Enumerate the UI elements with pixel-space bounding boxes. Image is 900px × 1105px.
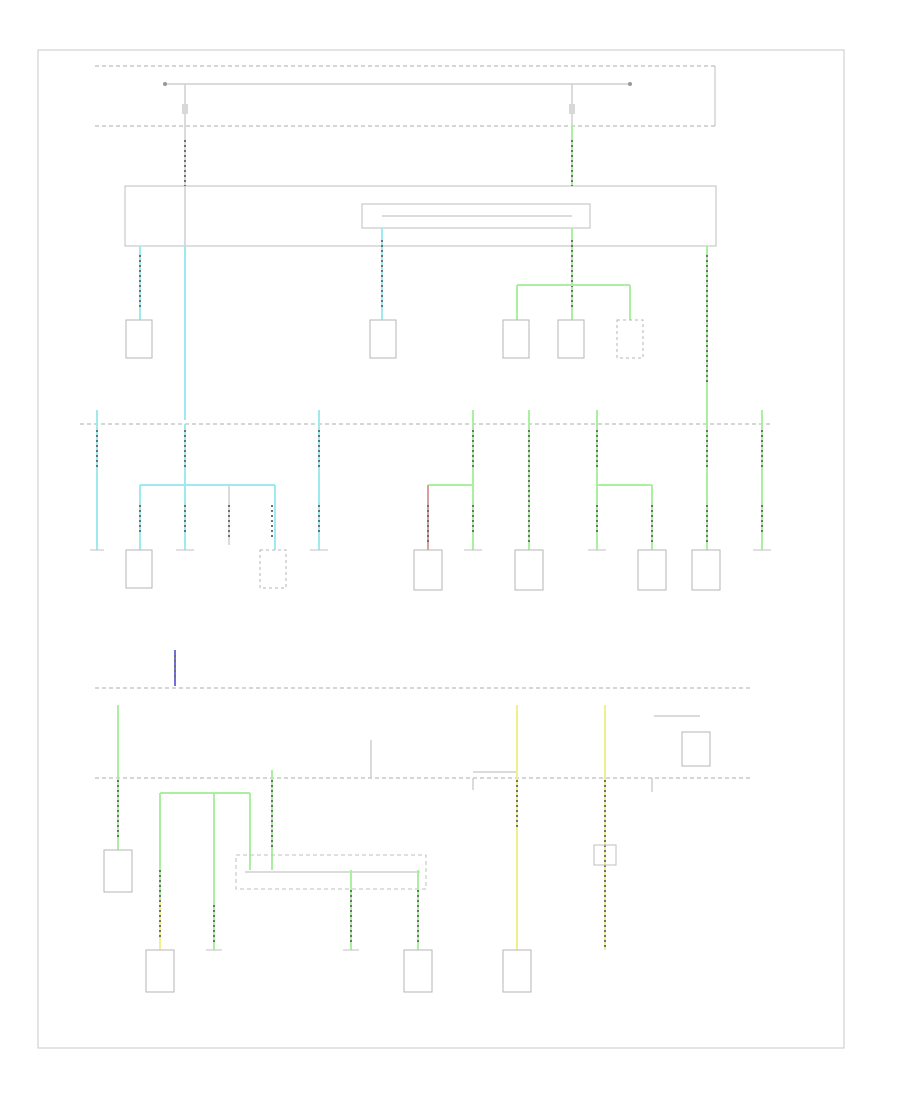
component-2 [369,319,397,359]
diode-l11 [593,844,617,866]
lower-box-relay [681,731,711,767]
component-m11 [637,549,667,591]
component-3 [502,319,530,359]
component-m9 [514,549,544,591]
top-right-node [628,82,632,86]
component-l7 [403,949,433,993]
lower-junction-box [235,854,427,890]
component-l2 [145,949,175,993]
top-right-fuse [569,104,575,114]
component-5 [616,319,644,359]
outer-frame [37,49,845,1049]
component-m7 [413,549,443,591]
component-m12 [691,549,721,591]
top-left-fuse [182,104,188,114]
component-m5 [259,549,287,589]
component-l10 [502,949,532,993]
relay-block [361,203,591,229]
component-1 [125,319,153,359]
component-m2 [125,549,153,589]
top-left-node [163,82,167,86]
component-4 [557,319,585,359]
junction-box-upper [124,185,717,247]
component-l1 [103,849,133,893]
